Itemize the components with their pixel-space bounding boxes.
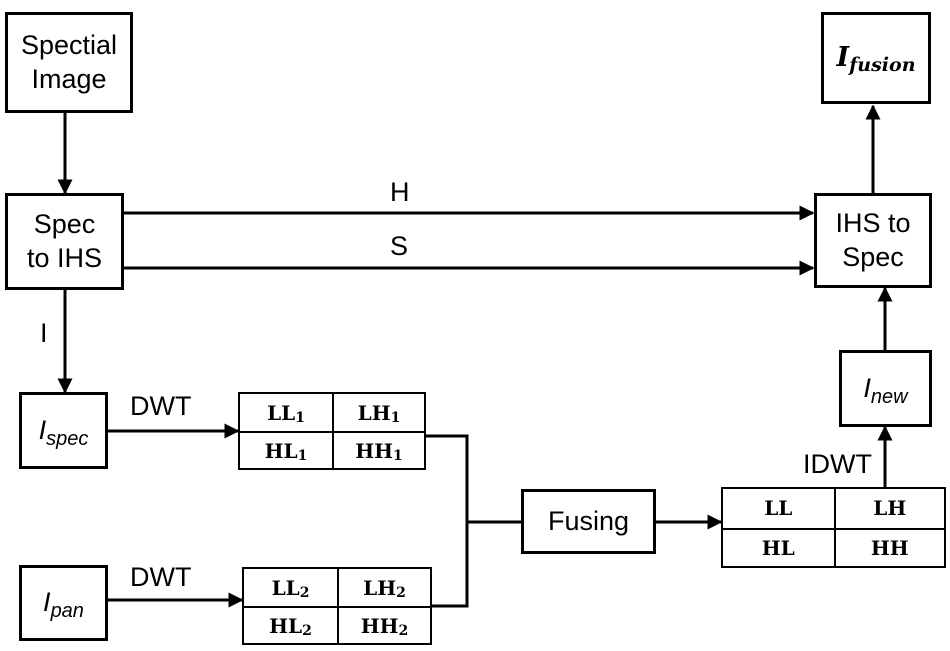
i-spec-node: Ispec bbox=[19, 392, 108, 469]
spectral-image-line1: Spectial bbox=[20, 29, 118, 60]
dwt2-lh-text: LH bbox=[363, 575, 397, 600]
dwt1-hh-text: HH bbox=[355, 438, 394, 463]
dwt1-lh-text: LH bbox=[357, 400, 391, 425]
i-pan-sub: pan bbox=[50, 600, 84, 623]
i-new-label: Inew bbox=[863, 372, 908, 408]
result-lh-text: LH bbox=[873, 496, 907, 521]
label-s: S bbox=[390, 231, 409, 261]
i-fusion-base: I bbox=[836, 42, 850, 74]
i-spec-base: I bbox=[38, 414, 47, 445]
spectral-image-line2: Image bbox=[31, 63, 107, 94]
dwt2-lh-sub: 2 bbox=[396, 584, 406, 601]
i-fusion-sub: fusion bbox=[849, 54, 916, 77]
result-hh-text: HH bbox=[870, 535, 909, 560]
fused-subbands: LL LH HL HH bbox=[721, 487, 946, 568]
i-new-sub: new bbox=[870, 385, 908, 408]
result-ll-text: LL bbox=[764, 496, 793, 521]
i-spec-sub: spec bbox=[46, 427, 89, 450]
dwt1-hl-text: HL bbox=[264, 438, 298, 463]
i-fusion-label: Ifusion bbox=[836, 41, 916, 77]
dwt2-hl-sub: 2 bbox=[302, 622, 312, 639]
result-hh-cell: HH bbox=[833, 527, 944, 566]
label-h: H bbox=[390, 177, 410, 207]
i-pan-label: Ipan bbox=[43, 586, 84, 623]
label-dwt-spec: DWT bbox=[130, 391, 192, 421]
ihs-to-spec-line1: IHS to bbox=[835, 207, 911, 238]
label-i: I bbox=[40, 318, 48, 348]
dwt1-ll-text: LL bbox=[267, 400, 296, 425]
ihs-to-spec-node: IHS to Spec bbox=[814, 193, 932, 288]
i-spec-label: Ispec bbox=[38, 414, 89, 450]
fusing-node: Fusing bbox=[521, 489, 656, 554]
ihs-to-spec-line2: Spec bbox=[842, 241, 904, 272]
spectral-image-node: Spectial Image bbox=[5, 12, 133, 113]
dwt2-ll-text: LL bbox=[271, 575, 300, 600]
i-pan-node: Ipan bbox=[19, 565, 108, 641]
spec-to-ihs-line2: to IHS bbox=[26, 242, 103, 273]
dwt2-ll-sub: 2 bbox=[299, 584, 310, 601]
dwt2-hh-text: HH bbox=[360, 613, 399, 638]
result-lh-cell: LH bbox=[833, 489, 945, 528]
result-ll-cell: LL bbox=[723, 489, 834, 528]
i-new-node: Inew bbox=[839, 350, 932, 427]
i-fusion-node: Ifusion bbox=[821, 12, 931, 104]
i-pan-base: I bbox=[43, 587, 51, 618]
spec-to-ihs-node: Spec to IHS bbox=[5, 193, 124, 290]
dwt1-ll-sub: 1 bbox=[295, 409, 305, 426]
dwt2-hh-sub: 2 bbox=[398, 622, 409, 639]
dwt1-hl-sub: 1 bbox=[297, 447, 308, 464]
spec-to-ihs-line1: Spec bbox=[33, 208, 96, 239]
dwt1-lh-sub: 1 bbox=[390, 409, 401, 426]
fusing-label: Fusing bbox=[547, 505, 630, 536]
result-hl-cell: HL bbox=[723, 527, 834, 567]
dwt2-hl-text: HL bbox=[269, 613, 303, 638]
result-hl-text: HL bbox=[761, 535, 795, 560]
connector-dwt1-to-fusing bbox=[426, 434, 469, 608]
i-new-base: I bbox=[863, 372, 871, 403]
label-idwt: IDWT bbox=[803, 449, 872, 479]
label-dwt-pan: DWT bbox=[130, 562, 192, 592]
dwt1-hh-sub: 1 bbox=[393, 447, 403, 464]
